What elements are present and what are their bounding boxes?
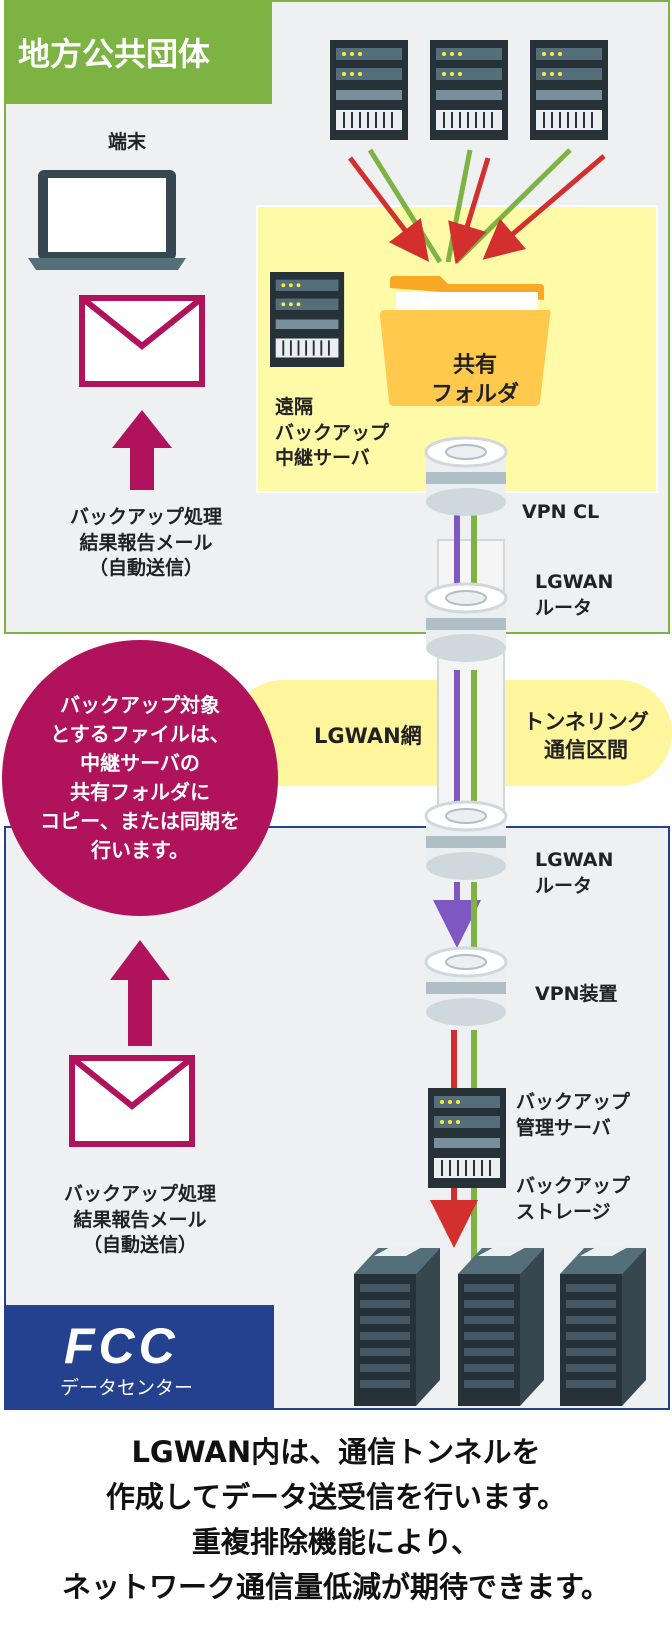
tunnel-label: トンネリング 通信区間 (523, 710, 649, 763)
mail-icon (79, 295, 205, 387)
dc-mail-report-label: バックアップ処理 結果報告メール （自動送信） (63, 1183, 216, 1257)
fcc-datacenter-badge: FCC データセンター (4, 1305, 274, 1410)
vpn-device-node (424, 946, 508, 1028)
copy-sync-callout: バックアップ対象 とするファイルは、 中継サーバの 共有フォルダに コピー、また… (2, 640, 278, 916)
lgwan-router-node (424, 582, 508, 664)
lgwan-router-label: LGWAN ルータ (535, 571, 614, 619)
mail-report-label: バックアップ処理 結果報告メール （自動送信） (69, 506, 222, 580)
arrow-up-icon (110, 940, 170, 1046)
mgmt-server-label: バックアップ 管理サーバ (516, 1091, 631, 1139)
network-diagram (28, 39, 646, 1406)
storage-icon (560, 1246, 646, 1406)
storage-icon (458, 1246, 544, 1406)
storage-icon (354, 1246, 440, 1406)
relay-server-icon (269, 271, 346, 368)
mail-icon (69, 1055, 195, 1147)
dc-lgwan-router-label: LGWAN ルータ (535, 849, 614, 897)
server-icon (329, 39, 409, 141)
local-government-title: 地方公共団体 (4, 0, 272, 104)
vpn-device-label: VPN装置 (535, 983, 618, 1005)
terminal-label: 端末 (108, 131, 147, 153)
footer-note: LGWAN内は、通信トンネルを 作成してデータ送受信を行います。 重複排除機能に… (61, 1435, 611, 1604)
vpn-cl-node (424, 436, 508, 518)
vpn-cl-label: VPN CL (522, 501, 600, 523)
relay-server-label: 遠隔 バックアップ 中継サーバ (275, 396, 390, 470)
fcc-logo: FCC (64, 1318, 179, 1374)
lgwan-network-label: LGWAN網 (314, 724, 422, 748)
shared-folder-label: 共有 フォルダ (430, 353, 519, 407)
folder-icon (380, 276, 551, 406)
lgwan-router-node (424, 800, 508, 882)
arrow-up-icon (112, 410, 172, 490)
server-icon (429, 39, 509, 141)
datacenter-label: データセンター (60, 1377, 194, 1399)
server-icon (529, 39, 609, 141)
storage-label: バックアップ ストレージ (516, 1175, 631, 1223)
management-server-icon (427, 1087, 507, 1189)
laptop-icon (28, 170, 186, 270)
